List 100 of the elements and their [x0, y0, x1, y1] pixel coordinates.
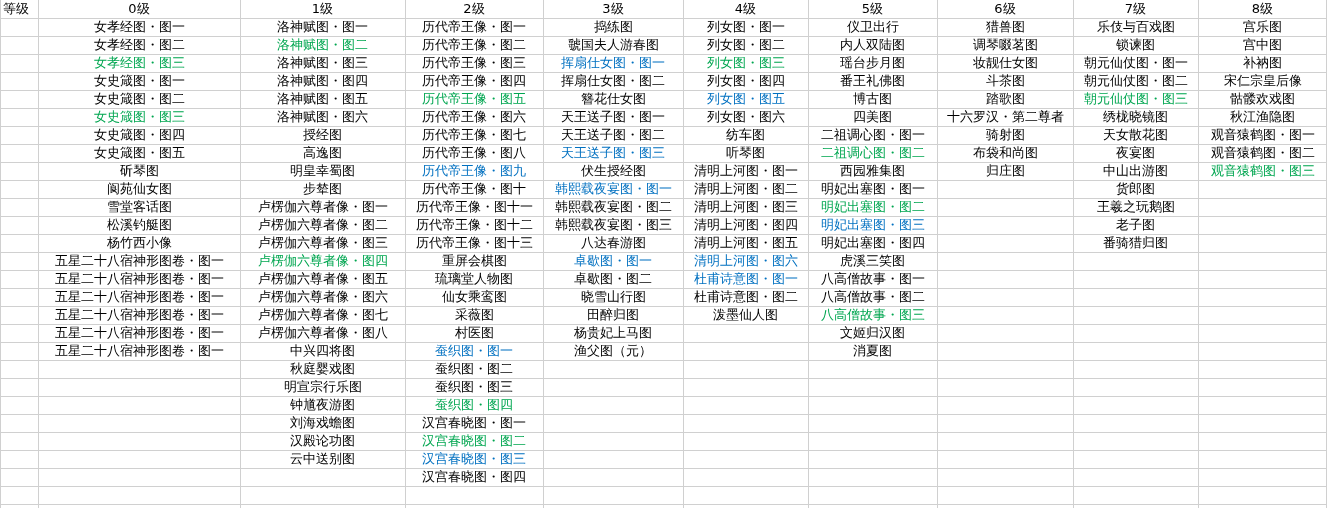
- cell-text: 女孝经图・图二: [92, 36, 186, 54]
- cell-text: 历代帝王像・图八: [421, 144, 527, 162]
- cell-text: 洛神赋图・图四: [276, 72, 369, 90]
- cell-text: 列女图・图三: [705, 54, 786, 72]
- cell-text: 明妃出塞图・图三: [819, 216, 926, 234]
- cell-text: 云中送别图: [289, 450, 356, 468]
- cell-text: 骑射图: [984, 126, 1026, 144]
- column-header: 6级: [993, 0, 1017, 18]
- cell-text: 消夏图: [852, 342, 893, 360]
- cell-text: 八高僧故事・图一: [819, 270, 926, 288]
- cell-text: 卢楞伽六尊者像・图五: [256, 270, 389, 288]
- cell-text: 明皇幸蜀图: [289, 162, 356, 180]
- cell-text: 夜宴图: [1115, 144, 1156, 162]
- cell-text: 洛神赋图・图一: [276, 18, 369, 36]
- cell-text: 调琴啜茗图: [971, 36, 1039, 54]
- cell-text: 清明上河图・图四: [692, 216, 799, 234]
- cell-text: 洛神赋图・图五: [276, 90, 369, 108]
- cell-text: 观音猿鹤图・图三: [1209, 162, 1316, 180]
- cell-text: 历代帝王像・图三: [421, 54, 527, 72]
- cell-text: 松溪钓艇图: [105, 216, 173, 234]
- cell-text: 刘海戏蟾图: [289, 414, 356, 432]
- cell-text: 历代帝王像・图五: [421, 90, 527, 108]
- cell-text: 汉宫春晓图・图四: [421, 468, 527, 486]
- cell-text: 文姬归汉图: [839, 324, 906, 342]
- cell-text: 明宣宗行乐图: [282, 378, 363, 396]
- cell-text: 汉宫春晓图・图二: [421, 432, 527, 450]
- cell-text: 踏歌图: [984, 90, 1026, 108]
- cell-text: 杨贵妃上马图: [573, 324, 653, 342]
- cell-text: 补衲图: [1242, 54, 1283, 72]
- cell-text: 雪堂客话图: [105, 198, 173, 216]
- cell-text: 八达春游图: [579, 234, 647, 252]
- cell-text: 番王礼佛图: [839, 72, 906, 90]
- cell-text: 卓歇图・图一: [573, 252, 653, 270]
- cell-text: 蚕织图・图四: [434, 396, 514, 414]
- cell-text: 听琴图: [725, 144, 766, 162]
- cell-text: 卢楞伽六尊者像・图六: [256, 288, 389, 306]
- cell-text: 韩熙载夜宴图・图三: [553, 216, 673, 234]
- cell-text: 列女图・图六: [705, 108, 786, 126]
- cell-text: 斫琴图: [118, 162, 160, 180]
- cell-text: 历代帝王像・图十三: [414, 234, 534, 252]
- cell-text: 五星二十八宿神形图卷・图一: [53, 252, 225, 270]
- cell-text: 五星二十八宿神形图卷・图一: [53, 324, 225, 342]
- cell-text: 仙女乘鸾图: [440, 288, 508, 306]
- cell-text: 仪卫出行: [845, 18, 900, 36]
- cell-text: 钟馗夜游图: [289, 396, 356, 414]
- cell-text: 挥扇仕女图・图二: [560, 72, 666, 90]
- cell-text: 宫中图: [1242, 36, 1283, 54]
- column-header: 8级: [1250, 0, 1275, 18]
- cell-text: 历代帝王像・图九: [421, 162, 527, 180]
- cell-text: 杜甫诗意图・图二: [692, 288, 799, 306]
- cell-text: 卓歇图・图二: [573, 270, 653, 288]
- cell-text: 西园雅集图: [839, 162, 906, 180]
- cell-text: 卢楞伽六尊者像・图七: [256, 306, 389, 324]
- cell-text: 历代帝王像・图十二: [414, 216, 534, 234]
- cell-text: 洛神赋图・图三: [276, 54, 369, 72]
- cell-text: 步辇图: [302, 180, 343, 198]
- cell-text: 韩熙载夜宴图・图一: [553, 180, 673, 198]
- cell-text: 蚕织图・图二: [434, 360, 514, 378]
- cell-text: 洛神赋图・图六: [276, 108, 369, 126]
- cell-text: 斗茶图: [984, 72, 1026, 90]
- column-header: 7级: [1123, 0, 1148, 18]
- cell-text: 女史箴图・图二: [92, 90, 186, 108]
- cell-text: 货郎图: [1115, 180, 1156, 198]
- cell-text: 村医图: [453, 324, 495, 342]
- cell-text: 历代帝王像・图四: [421, 72, 527, 90]
- cell-text: 清明上河图・图六: [692, 252, 799, 270]
- cell-text: 蚕织图・图一: [434, 342, 514, 360]
- cell-text: 列女图・图一: [705, 18, 786, 36]
- cell-text: 伏生授经图: [579, 162, 647, 180]
- cell-text: 女史箴图・图一: [92, 72, 186, 90]
- cell-text: 历代帝王像・图六: [421, 108, 527, 126]
- cell-text: 簪花仕女图: [579, 90, 647, 108]
- cell-text: 阆苑仙女图: [105, 180, 173, 198]
- cell-text: 天王送子图・图二: [560, 126, 666, 144]
- cell-text: 杨竹西小像: [105, 234, 173, 252]
- cell-text: 博古图: [852, 90, 893, 108]
- cell-text: 秋江渔隐图: [1229, 108, 1296, 126]
- cell-text: 历代帝王像・图二: [421, 36, 527, 54]
- cell-text: 清明上河图・图一: [692, 162, 799, 180]
- cell-text: 渔父图（元）: [573, 342, 653, 360]
- cell-text: 天王送子图・图三: [560, 144, 666, 162]
- cell-text: 宫乐图: [1242, 18, 1283, 36]
- cell-text: 番骑猎归图: [1102, 234, 1169, 252]
- cell-text: 朝元仙仗图・图二: [1082, 72, 1189, 90]
- cell-text: 卢楞伽六尊者像・图二: [256, 216, 389, 234]
- cell-text: 明妃出塞图・图二: [819, 198, 926, 216]
- cell-text: 女孝经图・图三: [92, 54, 186, 72]
- cell-text: 内人双陆图: [839, 36, 906, 54]
- column-header: 3级: [601, 0, 625, 18]
- cell-text: 十六罗汉・第二尊者: [945, 108, 1065, 126]
- cell-text: 八高僧故事・图三: [819, 306, 926, 324]
- cell-text: 高逸图: [302, 144, 343, 162]
- cell-text: 天女散花图: [1102, 126, 1169, 144]
- cell-text: 列女图・图五: [705, 90, 786, 108]
- column-header: 等级: [3, 0, 29, 18]
- cell-text: 韩熙载夜宴图・图二: [553, 198, 673, 216]
- cell-text: 卢楞伽六尊者像・图四: [256, 252, 389, 270]
- cell-text: 天王送子图・图一: [560, 108, 666, 126]
- cell-text: 朝元仙仗图・图三: [1082, 90, 1189, 108]
- cell-text: 归庄图: [984, 162, 1026, 180]
